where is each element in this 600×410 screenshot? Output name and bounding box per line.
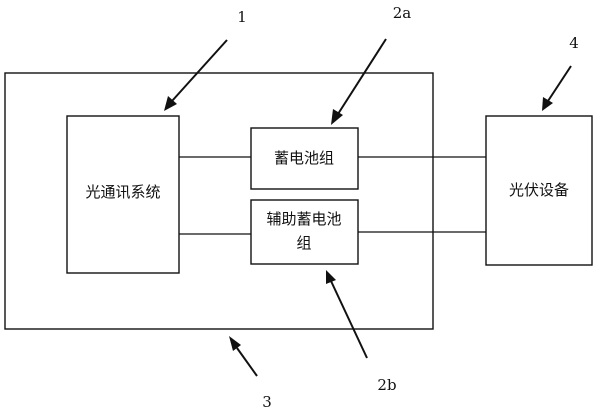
callout-3-arrowhead (229, 336, 241, 351)
callout-4-arrow-line (547, 65, 572, 102)
callout-3-number: 3 (262, 393, 272, 410)
callout-3-arrow-line (236, 347, 258, 377)
optical-comm-block (66, 115, 180, 274)
callout-1-arrow-line (171, 39, 228, 102)
pv-equipment-label: 光伏设备 (509, 181, 569, 199)
battery-label: 蓄电池组 (274, 149, 334, 167)
callout-4-number: 4 (569, 34, 579, 52)
callout-2a-arrowhead (331, 109, 343, 125)
callout-2b-number: 2b (377, 376, 396, 394)
callout-4-arrowhead (542, 97, 553, 111)
callout-2a-number: 2a (393, 4, 412, 22)
callout-2b-arrow-line (330, 280, 368, 359)
callout-2a-arrow-line (337, 38, 387, 115)
optical-comm-label: 光通讯系统 (85, 183, 160, 201)
battery-block (250, 127, 359, 190)
pv-equipment-block (485, 115, 593, 266)
callout-1-arrowhead (164, 96, 177, 111)
callout-2b-arrowhead (326, 270, 336, 284)
callout-1-number: 1 (237, 8, 247, 26)
enclosure-frame (4, 72, 434, 330)
aux-battery-label-line1: 辅助蓄电池 (266, 210, 341, 228)
aux-battery-label-line2: 组 (296, 234, 311, 252)
